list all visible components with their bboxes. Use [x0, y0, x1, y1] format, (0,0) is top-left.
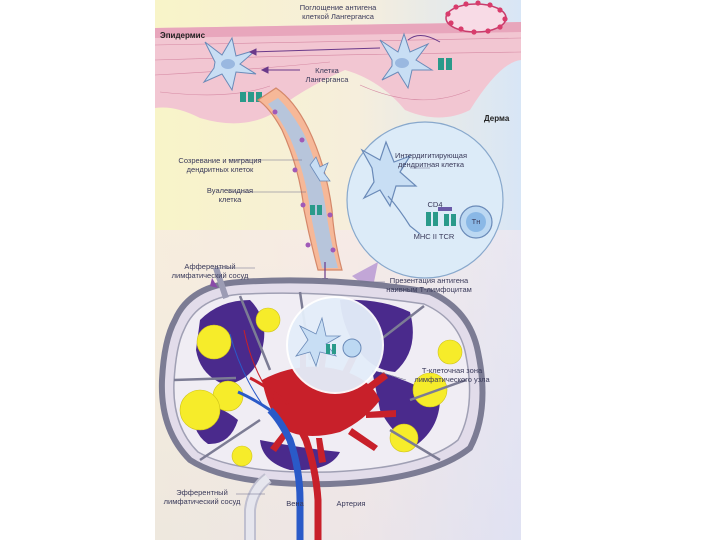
- langerhans-cell-left: [202, 36, 257, 92]
- afferent-vessel: [210, 267, 229, 299]
- label-langerhans-cell: Клетка Лангерганса: [305, 66, 349, 84]
- label-mhc-tcr: MHC II TCR: [413, 232, 455, 241]
- label-antigen-uptake: Поглощение антигена клеткой Лангерганса: [299, 3, 377, 21]
- label-cd4: CD4: [427, 200, 443, 209]
- lymphatic-vessel: [256, 87, 343, 284]
- migration-arrows: [248, 35, 441, 74]
- label-afferent-vessel: Афферентный лимфатический сосуд: [171, 262, 249, 280]
- antigen-chain: [445, 0, 508, 35]
- inset-circle: [346, 121, 504, 279]
- label-vein: Вена: [286, 499, 304, 508]
- label-t-zone: Т-клеточная зона лимфатического узла: [414, 366, 490, 384]
- blood-vessels: [229, 329, 322, 540]
- label-efferent-vessel: Эфферентный лимфатический сосуд: [163, 488, 241, 506]
- label-interdigitating-cell: Интердигитирующая дендритная клетка: [394, 151, 468, 169]
- label-dermis: Дерма: [484, 114, 510, 123]
- label-th: Тн: [471, 217, 481, 226]
- label-antigen-presentation: Презентация антигена наивным Т-лимфоцита…: [386, 276, 472, 294]
- lymph-node: [158, 277, 486, 488]
- langerhans-cell-right: [379, 32, 434, 90]
- label-veiled-cell: Вуалевидная клетка: [206, 186, 254, 204]
- leader-lines: [212, 159, 430, 495]
- label-migration: Созревание и миграция дендритных клеток: [178, 156, 262, 174]
- receptor-complex: [240, 58, 452, 102]
- label-epidermis: Эпидермис: [160, 31, 206, 40]
- label-artery: Артерия: [336, 499, 366, 508]
